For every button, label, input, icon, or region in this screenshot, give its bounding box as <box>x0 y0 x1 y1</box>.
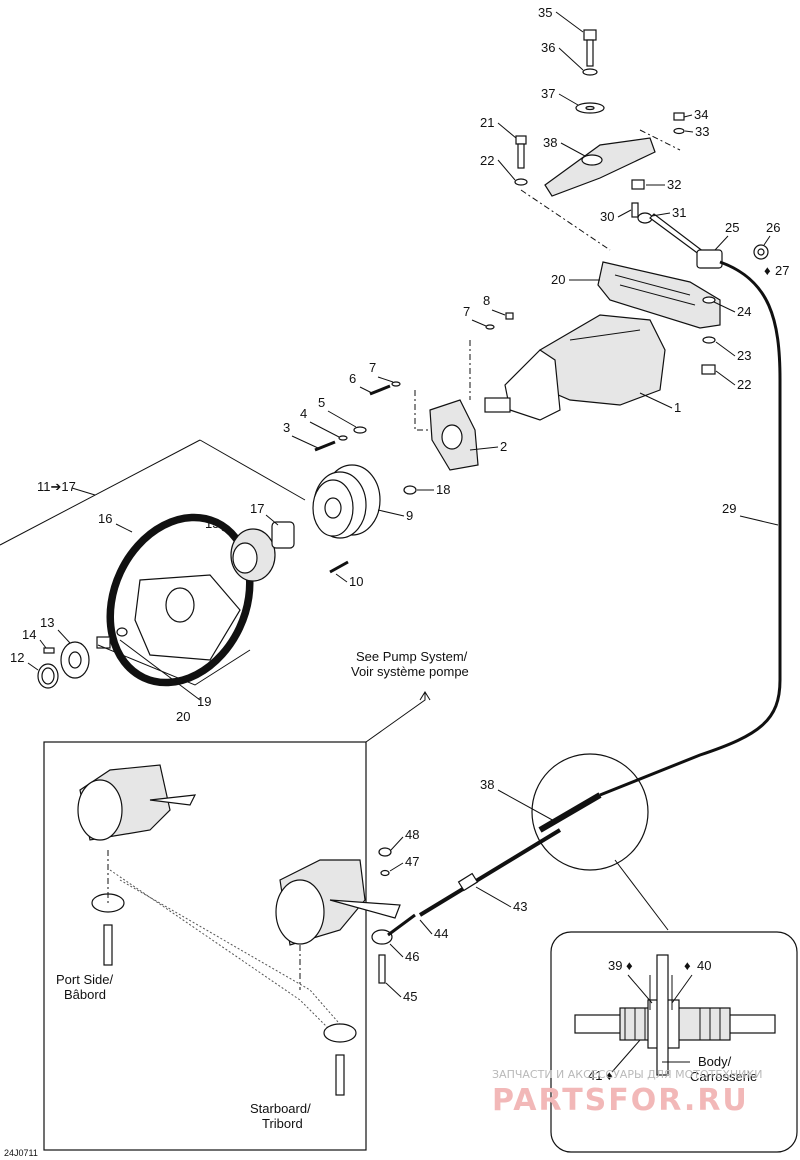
callout-7b: 7 <box>369 360 376 375</box>
port-note-line2: Bâbord <box>64 987 106 1002</box>
steering-wheel <box>106 513 295 687</box>
cable-arm-assembly <box>597 202 769 375</box>
callout-15: 15 <box>205 516 219 531</box>
callout-40: 38 <box>480 777 494 792</box>
body-note-line1: Body/ <box>698 1054 732 1069</box>
pump-inset-frame <box>43 741 367 1151</box>
bulkhead-detail-inset <box>550 931 798 1153</box>
callout-37: 36 <box>541 40 555 55</box>
callout-1: 1 <box>674 400 681 415</box>
wheel-cap-assembly <box>37 627 128 689</box>
callout-42: 41 <box>588 1068 602 1083</box>
callout-34: 33 <box>695 124 709 139</box>
watermark: ЗАПЧАСТИ И АКСЕССУАРЫ ДЛЯ МОТОТЕХНИКИ PA… <box>492 1068 762 1118</box>
callout-12: 12 <box>10 650 24 665</box>
starboard-note-line2: Tribord <box>262 1116 303 1131</box>
callout-8: 8 <box>483 293 490 308</box>
detail-magnifier <box>531 753 649 871</box>
callout-21: 20 <box>551 272 565 287</box>
callout-23: 22 <box>480 153 494 168</box>
diagram-code: 24J0711 <box>4 1148 38 1158</box>
callout-46: 46 <box>405 949 419 964</box>
cable-linkage <box>371 792 602 984</box>
starboard-note-line1: Starboard/ <box>250 1101 311 1116</box>
callout-38: 37 <box>541 86 555 101</box>
callout-33: 32 <box>667 177 681 192</box>
pump-nozzles <box>77 764 401 1096</box>
pump-note-line1: See Pump System/ <box>356 649 468 664</box>
callout-17: 17 <box>250 501 264 516</box>
callout-labels: 35 36 37 38 21 22 34 33 32 30 31 25 26 2… <box>10 5 789 1083</box>
svg-text:♦: ♦ <box>684 958 691 973</box>
callout-45: 45 <box>403 989 417 1004</box>
callout-28: 26 <box>766 220 780 235</box>
callout-7a: 7 <box>463 304 470 319</box>
callout-31: 30 <box>600 209 614 224</box>
callout-36: 35 <box>538 5 552 20</box>
watermark-line2: PARTSFOR.RU <box>492 1083 749 1118</box>
callout-24: 22 <box>737 377 751 392</box>
callout-19: 19 <box>197 694 211 709</box>
callout-29: 27 <box>775 263 789 278</box>
callout-6: 6 <box>349 371 356 386</box>
callout-14: 14 <box>22 627 36 642</box>
callout-43: 43 <box>513 899 527 914</box>
callout-48: 48 <box>405 827 419 842</box>
callout-30: 29 <box>722 501 736 516</box>
callout-39: 38 <box>543 135 557 150</box>
callout-25: 23 <box>737 348 751 363</box>
watermark-line1: ЗАПЧАСТИ И АКСЕССУАРЫ ДЛЯ МОТОТЕХНИКИ <box>492 1068 762 1081</box>
group-bracket-11-17 <box>0 439 306 546</box>
callout-44: 44 <box>434 926 448 941</box>
pump-note-line2: Voir système pompe <box>351 664 469 679</box>
callout-4: 4 <box>300 406 307 421</box>
callout-3: 3 <box>283 420 290 435</box>
port-note-line1: Port Side/ <box>56 972 113 987</box>
callout-47: 47 <box>405 854 419 869</box>
top-bracket-assembly <box>514 29 685 251</box>
steering-helm <box>484 314 666 421</box>
callout-26: 24 <box>737 304 751 319</box>
callout-5: 5 <box>318 395 325 410</box>
body-note-line2: Carrosserie <box>690 1069 757 1084</box>
text-notes: See Pump System/ Voir système pompe Port… <box>4 649 757 1158</box>
mount-plate-assembly <box>314 312 514 471</box>
callout-16: 16 <box>98 511 112 526</box>
callout-27: 25 <box>725 220 739 235</box>
hub-adapter <box>312 464 417 574</box>
callout-41b: 40 <box>697 958 711 973</box>
callout-11-17: 11➔17 <box>37 479 76 494</box>
callout-32: 31 <box>672 205 686 220</box>
bulkhead-fitting <box>574 954 776 1076</box>
callout-13: 13 <box>40 615 54 630</box>
callout-22: 21 <box>480 115 494 130</box>
callout-9: 9 <box>406 508 413 523</box>
callout-18: 18 <box>436 482 450 497</box>
svg-text:♦: ♦ <box>626 958 633 973</box>
callout-20: 20 <box>176 709 190 724</box>
callout-2: 2 <box>500 439 507 454</box>
callout-41a: 39 <box>608 958 622 973</box>
svg-text:♦: ♦ <box>764 263 771 278</box>
svg-text:♦: ♦ <box>606 1068 613 1083</box>
callout-35: 34 <box>694 107 708 122</box>
callout-10: 10 <box>349 574 363 589</box>
